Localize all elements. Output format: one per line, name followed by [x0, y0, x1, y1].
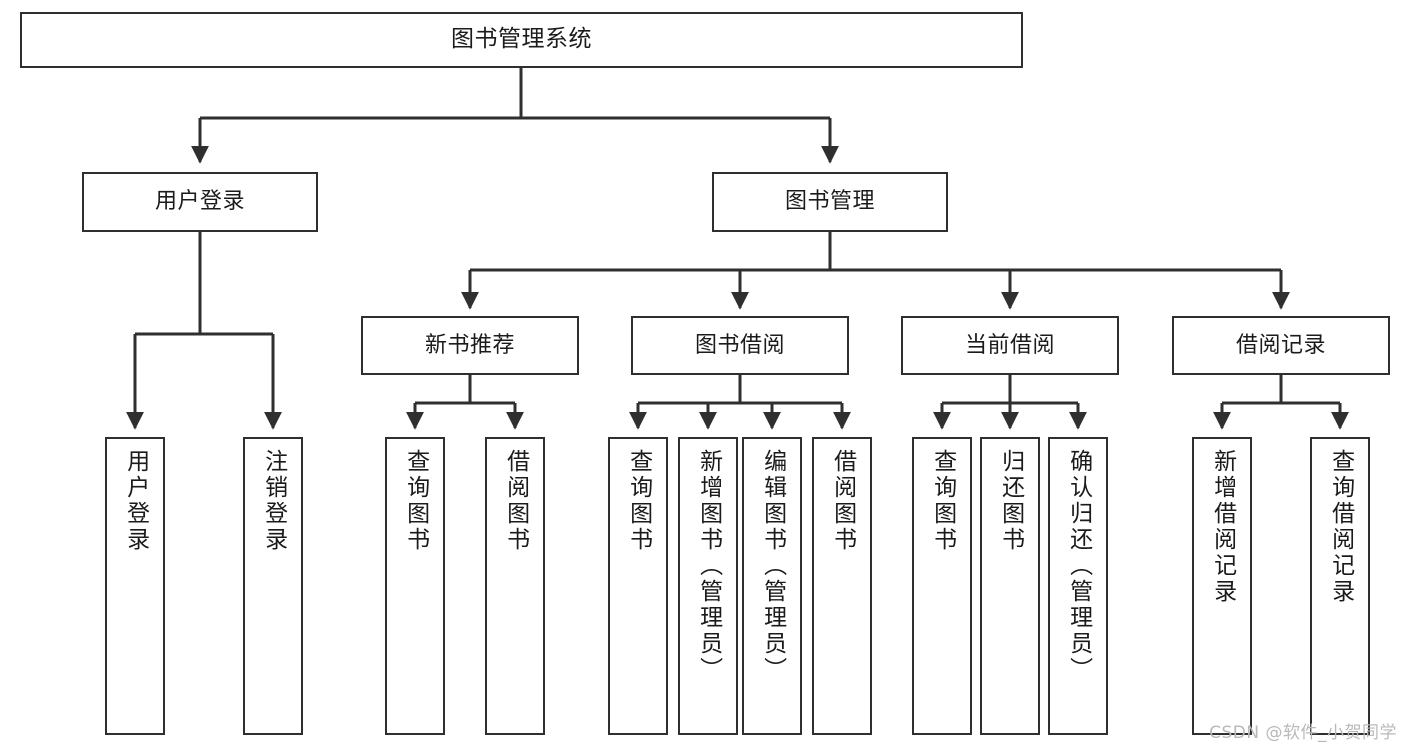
leaf-borrow-book-1-label: 借阅图书 — [502, 449, 529, 553]
leaf-edit-book[interactable]: 编辑图书（管理员） — [742, 437, 802, 735]
node-book-borrow[interactable]: 图书借阅 — [631, 316, 849, 375]
node-book-borrow-label: 图书借阅 — [694, 332, 785, 358]
node-user-login[interactable]: 用户登录 — [82, 172, 318, 232]
node-new-book-recommend-label: 新书推荐 — [424, 332, 515, 358]
leaf-query-record-label: 查询借阅记录 — [1327, 449, 1354, 605]
leaf-query-book-1-label: 查询图书 — [402, 449, 429, 553]
node-borrow-record[interactable]: 借阅记录 — [1172, 316, 1390, 375]
leaf-user-logout[interactable]: 注销登录 — [243, 437, 303, 735]
leaf-add-record-label: 新增借阅记录 — [1209, 449, 1236, 605]
leaf-edit-book-label: 编辑图书（管理员） — [759, 449, 786, 683]
leaf-confirm-return-label: 确认归还（管理员） — [1065, 449, 1092, 683]
leaf-add-book-label: 新增图书（管理员） — [695, 449, 722, 683]
leaf-confirm-return[interactable]: 确认归还（管理员） — [1048, 437, 1108, 735]
leaf-query-book-3-label: 查询图书 — [929, 449, 956, 553]
node-current-borrow-label: 当前借阅 — [964, 332, 1055, 358]
leaf-query-record[interactable]: 查询借阅记录 — [1310, 437, 1370, 735]
node-borrow-record-label: 借阅记录 — [1235, 332, 1326, 358]
leaf-borrow-book-2[interactable]: 借阅图书 — [812, 437, 872, 735]
node-book-manage[interactable]: 图书管理 — [712, 172, 948, 232]
node-root[interactable]: 图书管理系统 — [20, 12, 1023, 68]
leaf-user-login[interactable]: 用户登录 — [105, 437, 165, 735]
leaf-add-book[interactable]: 新增图书（管理员） — [678, 437, 738, 735]
node-root-label: 图书管理系统 — [451, 26, 592, 53]
leaf-return-book[interactable]: 归还图书 — [980, 437, 1040, 735]
leaf-query-book-2-label: 查询图书 — [625, 449, 652, 553]
leaf-user-login-label: 用户登录 — [122, 449, 149, 553]
leaf-query-book-2[interactable]: 查询图书 — [608, 437, 668, 735]
leaf-borrow-book-2-label: 借阅图书 — [829, 449, 856, 553]
leaf-user-logout-label: 注销登录 — [260, 449, 287, 553]
leaf-query-book-3[interactable]: 查询图书 — [912, 437, 972, 735]
leaf-add-record[interactable]: 新增借阅记录 — [1192, 437, 1252, 735]
node-new-book-recommend[interactable]: 新书推荐 — [361, 316, 579, 375]
leaf-borrow-book-1[interactable]: 借阅图书 — [485, 437, 545, 735]
node-book-manage-label: 图书管理 — [784, 189, 875, 215]
leaf-query-book-1[interactable]: 查询图书 — [385, 437, 445, 735]
node-user-login-label: 用户登录 — [154, 189, 245, 215]
node-current-borrow[interactable]: 当前借阅 — [901, 316, 1119, 375]
leaf-return-book-label: 归还图书 — [997, 449, 1024, 553]
